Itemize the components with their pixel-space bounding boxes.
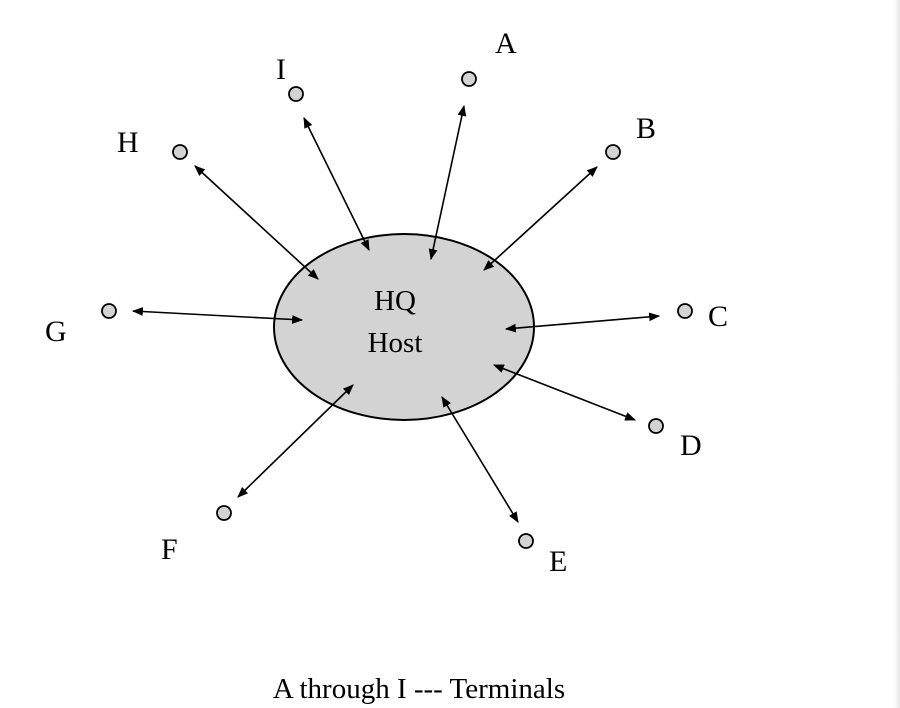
terminal-label-f: F <box>161 533 178 566</box>
terminal-node-a <box>461 71 477 87</box>
terminal-node-h <box>172 144 188 160</box>
terminal-label-c: C <box>708 300 728 333</box>
link-host-f <box>237 384 354 498</box>
terminal-node-b <box>605 144 621 160</box>
diagram-caption: A through I --- Terminals <box>273 673 565 705</box>
link-host-c <box>504 312 661 333</box>
terminal-label-e: E <box>549 545 567 578</box>
terminal-node-i <box>288 86 304 102</box>
terminal-node-c <box>677 303 693 319</box>
terminal-label-d: D <box>680 429 702 462</box>
terminal-node-e <box>518 533 534 549</box>
terminal-node-d <box>648 418 664 434</box>
page-edge-shadow <box>894 0 900 708</box>
link-host-i <box>303 117 370 251</box>
link-host-g <box>131 307 304 324</box>
link-host-h <box>194 165 319 280</box>
link-host-b <box>483 166 598 271</box>
link-host-e <box>441 396 519 523</box>
host-label-line1: HQ <box>374 285 416 317</box>
terminal-label-b: B <box>636 112 656 145</box>
link-host-a <box>428 104 467 261</box>
terminal-label-a: A <box>495 27 517 60</box>
terminal-label-i: I <box>276 53 286 86</box>
link-host-d <box>492 364 637 421</box>
host-label-line2: Host <box>368 327 423 359</box>
terminal-label-g: G <box>45 315 67 348</box>
terminal-node-f <box>216 505 232 521</box>
terminal-label-h: H <box>117 126 139 159</box>
terminal-node-g <box>101 303 117 319</box>
